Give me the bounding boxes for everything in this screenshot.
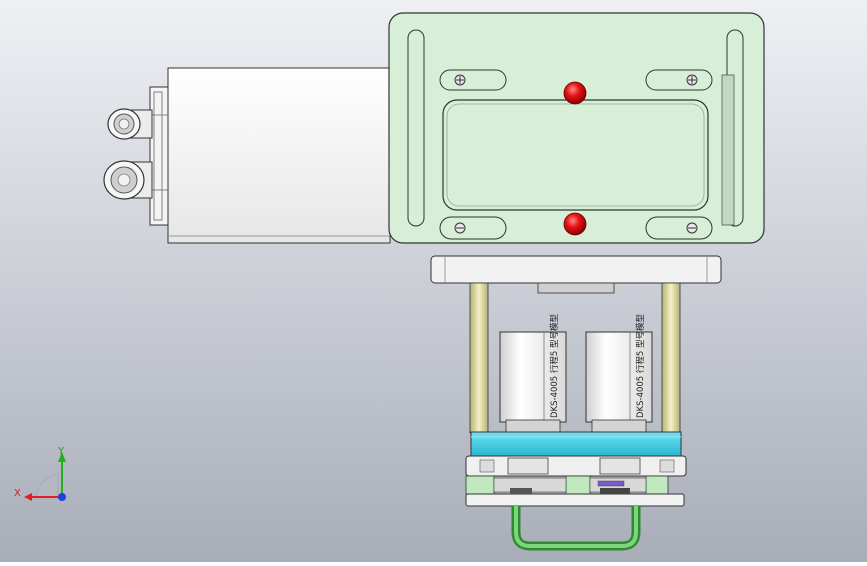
cylinder-label-right: DKS-4005 行程5 型号模型 [635, 313, 646, 418]
marker-dot-icon [563, 81, 587, 105]
cyan-mounting-block[interactable] [470, 431, 682, 457]
plate-slot-top-right [645, 69, 713, 91]
gripper-assembly[interactable] [465, 455, 687, 507]
plate-slot-bottom-right [645, 216, 713, 240]
screw-icon [686, 222, 698, 234]
screw-icon [454, 74, 466, 86]
air-fitting-upper[interactable] [107, 108, 153, 140]
air-fitting-bracket[interactable] [149, 86, 169, 226]
marker-dot-icon [563, 212, 587, 236]
screw-icon [686, 74, 698, 86]
axis-x-label: X [14, 488, 21, 499]
air-cylinder-left[interactable] [499, 331, 567, 433]
axis-triad-icon [24, 452, 66, 501]
mounting-plate[interactable] [388, 12, 765, 244]
air-cylinder-right[interactable] [585, 331, 653, 433]
green-handle[interactable] [511, 506, 641, 551]
connector-flange[interactable] [430, 255, 722, 294]
motor-body[interactable] [167, 67, 391, 244]
axis-y-label: Y [57, 446, 65, 457]
plate-slot-top-left [439, 69, 507, 91]
plate-slot-bottom-left [439, 216, 507, 240]
cylinder-label-left: DKS-4005 行程5 型号模型 [549, 313, 560, 418]
guide-rod-left[interactable] [469, 282, 489, 434]
screw-icon [454, 222, 466, 234]
air-fitting-lower[interactable] [103, 160, 153, 200]
guide-rod-right[interactable] [661, 282, 681, 434]
